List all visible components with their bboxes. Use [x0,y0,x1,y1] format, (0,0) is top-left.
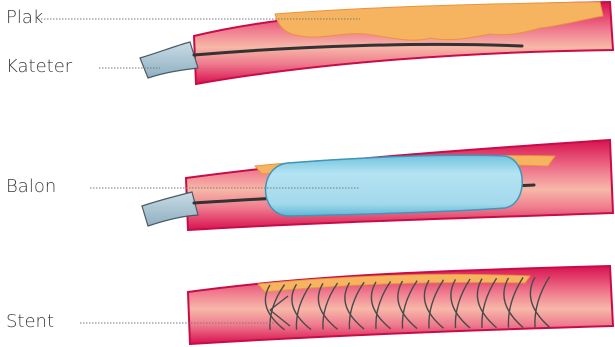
catheter-label: Kateter [6,57,72,77]
catheter-tube [140,42,198,78]
artery-with-plaque [38,2,613,84]
plaque-label: Plak [6,8,43,28]
balloon [266,155,523,216]
balloon-label: Balon [6,177,56,197]
artery-with-balloon [90,140,613,230]
stent-label: Stent [6,312,54,332]
artery-with-stent [80,266,613,344]
